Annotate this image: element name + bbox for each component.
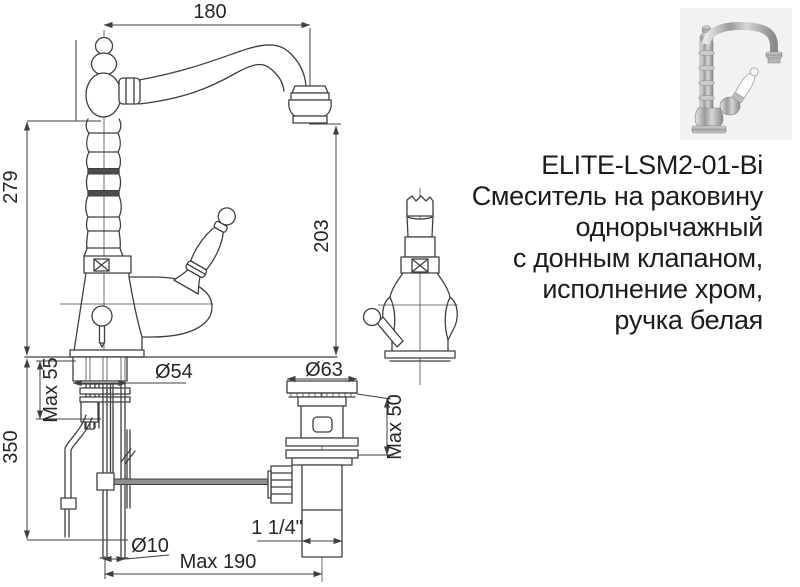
dim-spout-height: 203 bbox=[309, 124, 341, 356]
dim-label-drain-thread: 1 1/4" bbox=[251, 517, 303, 539]
dim-hose-diameter: Ø10 bbox=[102, 535, 169, 563]
dim-spout-reach: 180 bbox=[76, 1, 310, 121]
dimension-annotations: 180 279 350 203 Max 55 bbox=[0, 1, 406, 579]
dim-label-spout-reach: 180 bbox=[193, 1, 226, 23]
dim-drain-thread: 1 1/4" bbox=[251, 517, 343, 545]
dim-label-spout-height: 203 bbox=[311, 219, 333, 252]
dim-drain-flange-diameter: Ø63 bbox=[286, 359, 358, 383]
dim-drain-body: Max 50 bbox=[357, 394, 406, 460]
dim-supply-length: 350 bbox=[0, 358, 128, 540]
dim-label-drain-offset: Max 190 bbox=[180, 551, 257, 573]
dim-deck-thickness: Max 55 bbox=[36, 357, 101, 423]
product-description-line: ручка белая bbox=[614, 305, 763, 335]
dim-label-deck-thickness: Max 55 bbox=[40, 357, 62, 423]
product-description: ELITE-LSM2-01-Bi Смеситель на раковину о… bbox=[471, 150, 764, 336]
dim-label-drain-body: Max 50 bbox=[384, 394, 406, 460]
product-code: ELITE-LSM2-01-Bi bbox=[541, 150, 763, 180]
drain-valve-view bbox=[268, 381, 358, 582]
dim-total-height: 279 bbox=[0, 121, 101, 356]
dim-label-supply-length: 350 bbox=[0, 430, 22, 463]
product-description-line: исполнение хром, bbox=[542, 274, 763, 304]
product-photo bbox=[680, 8, 792, 140]
dim-label-total-height: 279 bbox=[0, 170, 22, 203]
dim-label-hose-diameter: Ø10 bbox=[131, 535, 169, 557]
product-description-line: Смеситель на раковину bbox=[471, 181, 764, 211]
dim-drain-offset: Max 190 bbox=[105, 551, 323, 579]
product-description-line: с донным клапаном, bbox=[512, 243, 763, 273]
faucet-side-view bbox=[364, 188, 459, 385]
dim-label-base-diameter: Ø54 bbox=[155, 361, 193, 383]
dim-label-drain-flange-diameter: Ø63 bbox=[305, 359, 343, 381]
product-description-line: однорычажный bbox=[575, 212, 764, 242]
dim-base-diameter: Ø54 bbox=[72, 361, 193, 387]
faucet-front-view bbox=[60, 30, 331, 357]
